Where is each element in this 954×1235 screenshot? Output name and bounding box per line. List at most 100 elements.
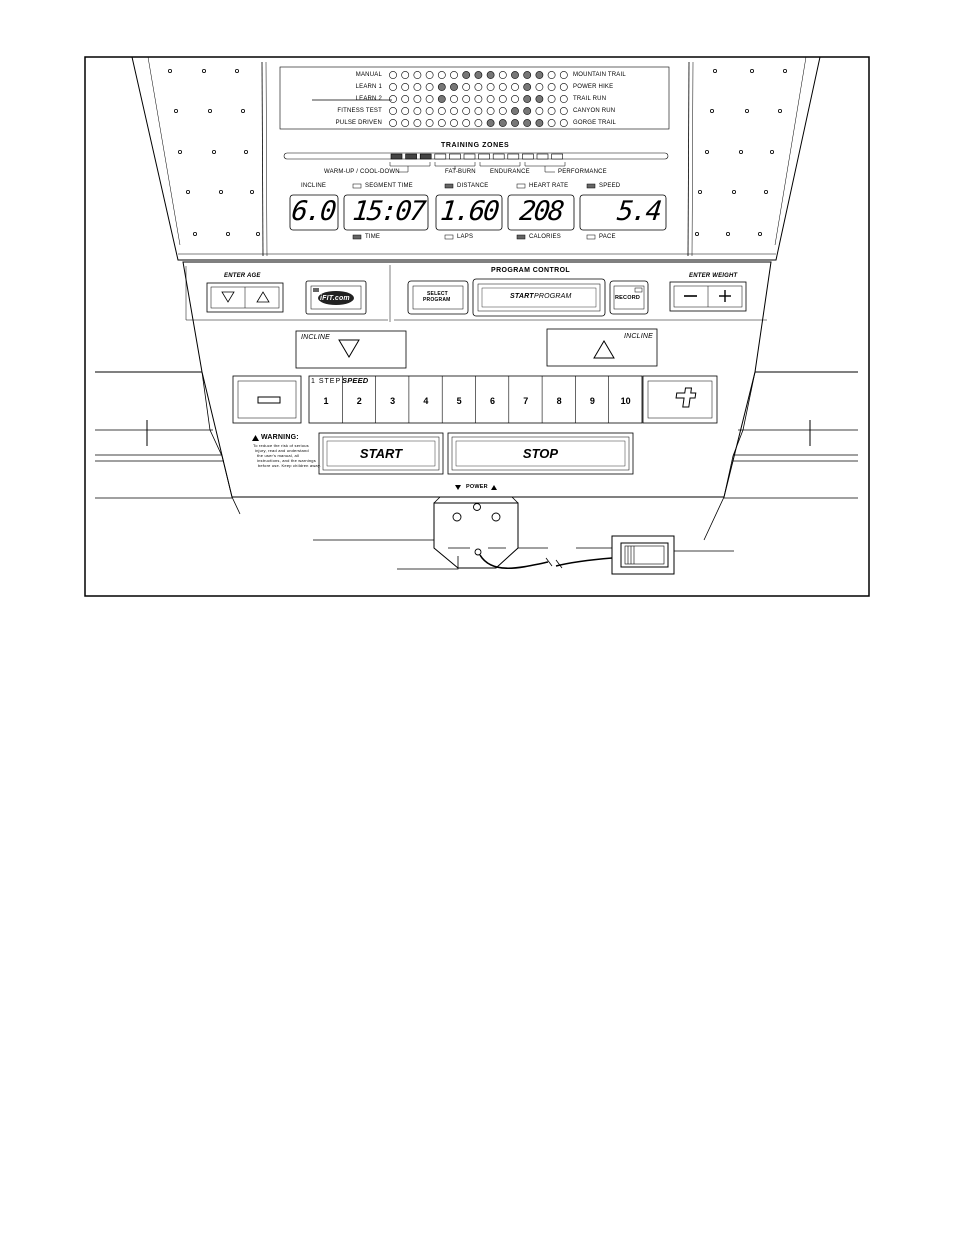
grille-hole [243,149,248,154]
zone-led [405,153,417,160]
matrix-dot [523,95,532,103]
matrix-dot [413,71,422,79]
heart-rate-display: 208 [518,196,565,227]
warning-line-5: before use. Keep children away. [258,463,322,468]
matrix-dot [547,83,556,91]
grille-hole [783,69,788,74]
matrix-dot [535,83,544,91]
grille-hole [240,109,245,114]
speed-key-2[interactable]: 2 [356,396,362,406]
matrix-dot [535,71,544,79]
speed-key-strip [308,375,643,424]
zone-led [434,153,447,160]
matrix-dot [486,95,495,103]
zone-label-performance: PERFORMANCE [558,169,607,175]
matrix-dot [498,83,507,91]
start-program-bold: START [510,293,534,300]
zone-led [478,153,490,160]
ifit-logo[interactable]: iFIT.com [320,295,350,302]
program-name-left-4: FITNESS TEST [337,108,382,114]
program-dot-matrix [389,71,568,127]
speed-key-5[interactable]: 5 [456,396,462,406]
matrix-dot [474,107,483,115]
program-name-right-1: MOUNTAIN TRAIL [573,72,626,78]
matrix-dot [389,71,397,79]
zone-led-strip [390,153,563,160]
speed-key-6[interactable]: 6 [489,396,495,406]
start-button[interactable]: START [359,446,403,461]
grille-hole [713,69,718,74]
speed-key-9[interactable]: 9 [589,396,595,406]
grille-hole [225,231,230,236]
matrix-dot [425,71,434,79]
grille-hole [750,69,755,74]
weight-down-button[interactable] [675,287,707,306]
grille-hole [173,109,178,114]
matrix-dot [498,119,507,127]
warning-title: WARNING: [261,434,299,441]
power-switch[interactable] [621,543,668,567]
zone-led [507,153,520,160]
grille-hole [705,149,710,154]
matrix-dot [535,119,544,127]
incline-up-button[interactable]: INCLINE [547,329,657,366]
record-button[interactable]: RECORD [614,286,644,309]
select-program-line1: SELECT [427,291,448,297]
select-program-button[interactable]: SELECT PROGRAM [413,286,463,309]
matrix-dot [401,95,410,103]
grille-hole [207,109,212,114]
stop-button[interactable]: STOP [522,446,559,461]
incline-down-button[interactable]: INCLINE [296,331,406,368]
grille-hole [192,231,197,236]
matrix-dot [413,119,422,127]
program-name-right-5: GORGE TRAIL [573,120,617,126]
label-incline: INCLINE [301,183,327,189]
matrix-dot [437,83,446,91]
matrix-dot [450,95,458,103]
speed-key-10[interactable]: 10 [620,396,631,406]
select-program-line2: PROGRAM [423,297,451,303]
matrix-dot [462,107,471,115]
age-up-button[interactable] [246,288,278,307]
distance-display: 1.60 [438,196,500,227]
age-down-button[interactable] [212,288,244,307]
weight-up-button[interactable] [709,287,741,306]
matrix-dot [462,71,471,79]
matrix-dot [559,95,568,103]
label-pace: PACE [599,234,616,240]
one-step-label: 1 STEP [311,378,342,385]
matrix-dot [511,107,519,115]
matrix-dot [559,119,568,127]
label-heart-rate: HEART RATE [529,183,569,189]
matrix-dot [486,107,495,115]
grille-hole [778,109,783,114]
grille-hole [745,109,750,114]
grille-hole [770,149,775,154]
matrix-dot [498,107,507,115]
start-program-button[interactable]: START PROGRAM [482,288,596,307]
speed-key-8[interactable]: 8 [556,396,562,406]
speed-increase-button[interactable] [643,376,717,423]
zone-led [419,153,432,160]
speed-key-3[interactable]: 3 [390,396,396,406]
speed-key-1[interactable]: 1 [323,396,329,406]
matrix-dot [547,95,556,103]
record-label: RECORD [615,295,641,301]
grille-hole [177,149,182,154]
enter-weight-label: ENTER WEIGHT [689,273,738,279]
speed-key-7[interactable]: 7 [523,396,529,406]
matrix-dot [450,83,458,91]
matrix-dot [474,95,483,103]
label-laps: LAPS [457,234,474,240]
matrix-dot [450,71,458,79]
grille-hole [211,149,216,154]
grille-hole [695,231,700,236]
matrix-dot [498,95,507,103]
grille-hole [234,69,239,74]
matrix-dot [401,83,410,91]
zone-led [449,153,461,160]
program-control-title: PROGRAM CONTROL [491,267,571,274]
matrix-dot [437,71,446,79]
speed-key-4[interactable]: 4 [423,396,429,406]
speed-decrease-button[interactable] [233,376,301,423]
